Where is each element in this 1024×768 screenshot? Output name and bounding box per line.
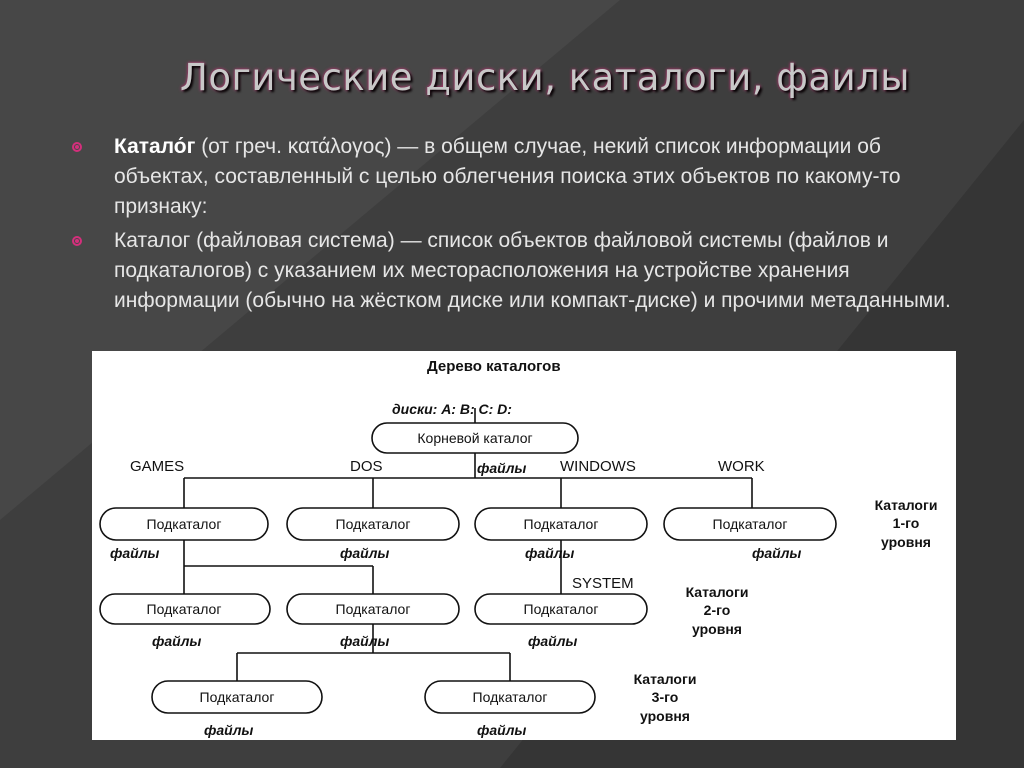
subdirectory-label: Подкаталог [524,516,599,532]
files-label: файлы [752,545,801,561]
files-label: файлы [528,633,577,649]
bullet-text: Каталог (файловая система) — список объе… [114,229,951,312]
root-directory-label: Корневой каталог [417,430,532,446]
tree-connectors [183,408,753,682]
subdirectory-label: Подкаталог [200,689,275,705]
subdirectory-node [474,593,648,625]
files-label: файлы [525,545,574,561]
bullet-item: Каталог (файловая система) — список объе… [68,226,968,316]
subdirectory-label: Подкаталог [147,601,222,617]
files-label: файлы [110,545,159,561]
subdirectory-node [663,507,837,541]
bullet-list: Катало́г (от греч. κατάλογος) — в общем … [68,132,968,320]
subdirectory-node [151,680,323,714]
root-files-label: файлы [477,460,526,476]
level-label-2-line3: уровня [692,621,742,637]
subdirectory-node [286,593,460,625]
directory-tree-diagram: Дерево каталогов диски: A: B: C: D: Корн… [92,351,956,740]
subdirectory-label: Подкаталог [336,516,411,532]
dir-name-system: SYSTEM [572,575,634,592]
subdirectory-label: Подкаталог [473,689,548,705]
files-label: файлы [340,545,389,561]
dir-name-dos: DOS [350,458,383,475]
subdirectory-node [474,507,648,541]
subdirectory-label: Подкаталог [713,516,788,532]
bullet-item: Катало́г (от греч. κατάλογος) — в общем … [68,132,968,222]
files-label: файлы [477,722,526,738]
level-label-1-line1: Каталоги [875,497,938,513]
files-label: файлы [204,722,253,738]
files-label: файлы [340,633,389,649]
level-label-1-line3: уровня [881,534,931,550]
bullet-circle-icon [72,142,82,152]
level-label-1-line2: 1-го [893,515,920,531]
level-label-3-line2: 3-го [652,689,679,705]
level-label-3-line1: Каталоги [634,671,697,687]
subdirectory-node [286,507,460,541]
level-label-2-line1: Каталоги [686,584,749,600]
slide-title: Логические диски, каталоги, фаилы [180,56,910,99]
dir-name-windows: WINDOWS [560,458,636,475]
subdirectory-label: Подкаталог [524,601,599,617]
subdirectory-label: Подкаталог [336,601,411,617]
subdirectory-node [99,507,269,541]
root-directory-node [371,422,579,454]
subdirectory-node [424,680,596,714]
level-label-2-line2: 2-го [704,602,731,618]
level-label-3-line3: уровня [640,708,690,724]
bullet-circle-icon [72,236,82,246]
disks-label: диски: A: B: C: D: [392,401,512,417]
term-katalog: Катало́г [114,135,196,158]
files-label: файлы [152,633,201,649]
subdirectory-label: Подкаталог [147,516,222,532]
bullet-text: (от греч. κατάλογος) — в общем случае, н… [114,135,901,218]
dir-name-work: WORK [718,458,765,475]
subdirectory-node [99,593,271,625]
dir-name-games: GAMES [130,458,184,475]
diagram-title: Дерево каталогов [427,358,561,375]
